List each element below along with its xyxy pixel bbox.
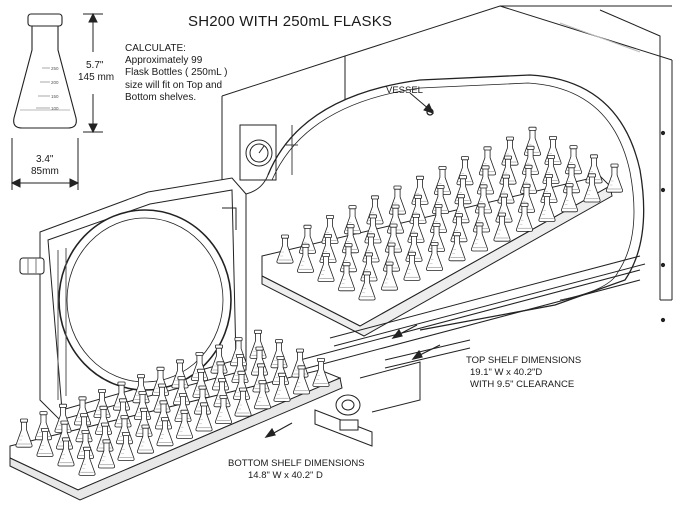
bottom-shelf-dimensions: BOTTOM SHELF DIMENSIONS 14.8" W x 40.2" … [228,458,365,482]
scale-mark-200: 200 [51,80,59,85]
vessel-label: VESSEL [386,85,423,96]
calculation-note: CALCULATE: Approximately 99 Flask Bottle… [125,43,227,104]
direction-arrows [264,324,441,438]
flask-width-inches: 3.4" [36,154,54,165]
flask-width-mm: 85mm [31,166,59,177]
vessel-pointer-arrow [409,92,434,114]
scale-mark-150: 150 [51,94,59,99]
flask-height-mm: 145 mm [78,72,115,83]
top-shelf-clearance: WITH 9.5" CLEARANCE [470,379,575,390]
flask [15,418,33,448]
slide-rails [299,255,646,447]
reference-flask: 250 200 150 100 [13,13,77,129]
top-shelf-heading: TOP SHELF DIMENSIONS [466,355,582,366]
calculation-line: Approximately 99 [125,55,203,67]
bottom-shelf-size: 14.8" W x 40.2" D [248,470,323,481]
open-door [19,174,269,421]
calculation-heading: CALCULATE: [125,43,186,54]
bottom-shelf-heading: BOTTOM SHELF DIMENSIONS [228,458,365,469]
scale-mark-250: 250 [51,66,59,71]
flask [605,163,624,193]
scale-mark-100: 100 [51,106,59,111]
calculation-line: Flask Bottles ( 250mL ) [125,67,228,79]
width-dimension [10,138,80,190]
calculation-line: Bottom shelves. [125,91,197,103]
flask-height-inches: 5.7" [86,60,104,71]
diagram-title: SH200 WITH 250mL FLASKS [188,13,393,30]
top-shelf-dimensions: TOP SHELF DIMENSIONS 19.1" W x 40.2"D WI… [466,355,581,391]
top-shelf-size: 19.1" W x 40.2"D [470,367,543,378]
height-dimension [83,12,103,134]
calculation-line: size will fit on Top and [125,79,223,91]
